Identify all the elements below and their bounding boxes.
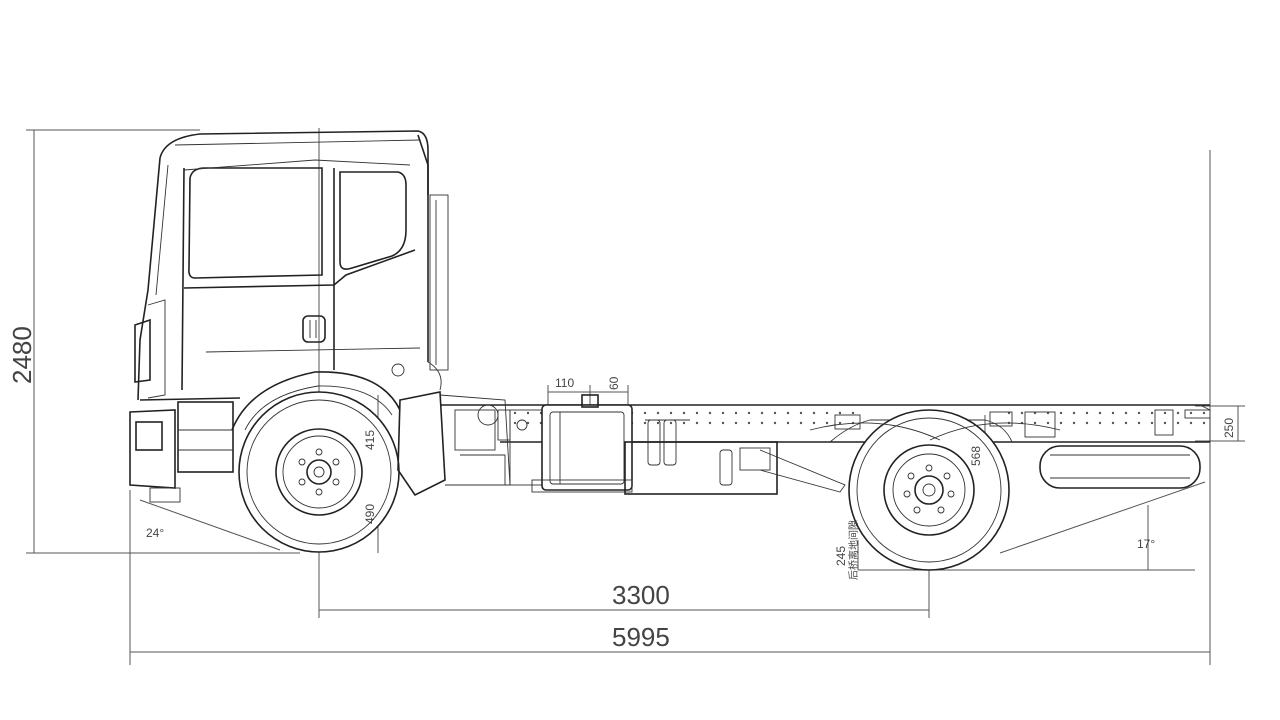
frame-250-label: 250: [1222, 418, 1236, 438]
front-wheel-studs: [298, 448, 340, 496]
frame-hole: [513, 421, 517, 425]
tank-110-label: 110: [555, 376, 574, 390]
frame-hole: [695, 421, 699, 425]
frame-hole: [526, 411, 530, 415]
frame-hole: [656, 421, 660, 425]
frame-hole: [1098, 411, 1102, 415]
rear-568-label: 568: [969, 446, 983, 466]
frame-hole: [656, 411, 660, 415]
frame-hole: [1176, 411, 1180, 415]
engine-components: [397, 391, 546, 497]
frame-hole: [1176, 421, 1180, 425]
frame-hole: [825, 411, 829, 415]
departure-angle-label: 17°: [1137, 537, 1155, 551]
tank-60-label: 60: [607, 376, 621, 390]
frame-hole: [812, 421, 816, 425]
approach-angle-label: 24°: [146, 526, 164, 540]
frame-hole: [682, 411, 686, 415]
front-axle-415-label: 415: [363, 430, 377, 450]
frame-hole: [760, 411, 764, 415]
frame-hole: [760, 421, 764, 425]
frame-hole: [734, 421, 738, 425]
frame-hole: [1150, 411, 1154, 415]
rear-ground-note: 后桥离地间隙: [847, 520, 860, 580]
frame-hole: [708, 421, 712, 425]
frame-hole: [838, 421, 842, 425]
frame-hole: [1124, 421, 1128, 425]
frame-hole: [1137, 421, 1141, 425]
frame-hole: [1111, 411, 1115, 415]
frame-hole: [773, 421, 777, 425]
rear-suspension: [809, 409, 1211, 441]
wheelbase-label: 3300: [612, 580, 670, 610]
frame-hole: [1059, 421, 1063, 425]
frame-hole: [708, 411, 712, 415]
frame-hole: [838, 411, 842, 415]
frame-hole: [1111, 421, 1115, 425]
frame-hole: [1202, 421, 1206, 425]
frame-hole: [1059, 411, 1063, 415]
frame-hole: [1163, 411, 1167, 415]
frame-hole: [695, 411, 699, 415]
rear-wheel-studs: [903, 464, 955, 514]
frame-hole: [1163, 421, 1167, 425]
frame-hole: [682, 421, 686, 425]
frame-hole: [643, 411, 647, 415]
frame-hole: [1020, 411, 1024, 415]
frame-hole: [1085, 421, 1089, 425]
frame-hole: [734, 411, 738, 415]
frame-hole: [1124, 411, 1128, 415]
frame-hole: [786, 411, 790, 415]
overall-length-label: 5995: [612, 622, 670, 652]
frame-hole: [1150, 421, 1154, 425]
rear-wheel: [829, 409, 1013, 571]
frame-hole: [812, 411, 816, 415]
frame-hole: [513, 411, 517, 415]
spare-wheel: [1039, 445, 1201, 489]
frame-hole: [747, 421, 751, 425]
frame-hole: [1202, 411, 1206, 415]
front-wheel: [238, 391, 400, 553]
cab: [129, 130, 449, 503]
frame-hole: [1072, 411, 1076, 415]
fuel-tank: [531, 394, 633, 493]
frame-hole: [1189, 421, 1193, 425]
frame-hole: [786, 421, 790, 425]
frame-hole: [669, 421, 673, 425]
frame-hole: [747, 411, 751, 415]
frame-hole: [669, 411, 673, 415]
frame-hole: [799, 421, 803, 425]
frame-hole: [1085, 411, 1089, 415]
frame-hole: [721, 421, 725, 425]
frame-hole: [825, 421, 829, 425]
frame-hole: [773, 411, 777, 415]
frame-holes: [513, 411, 1206, 425]
frame-hole: [1033, 421, 1037, 425]
frame-hole: [526, 421, 530, 425]
mid-components: [624, 419, 846, 495]
frame-hole: [721, 411, 725, 415]
frame-hole: [799, 411, 803, 415]
frame-hole: [1072, 421, 1076, 425]
overall-height-label: 2480: [7, 326, 37, 384]
frame-hole: [1098, 421, 1102, 425]
front-axle-490-label: 490: [363, 504, 377, 524]
frame-hole: [1046, 421, 1050, 425]
rear-245-label: 245: [834, 546, 848, 566]
frame-hole: [1189, 411, 1193, 415]
frame-hole: [1137, 411, 1141, 415]
frame-hole: [643, 421, 647, 425]
frame-hole: [851, 411, 855, 415]
